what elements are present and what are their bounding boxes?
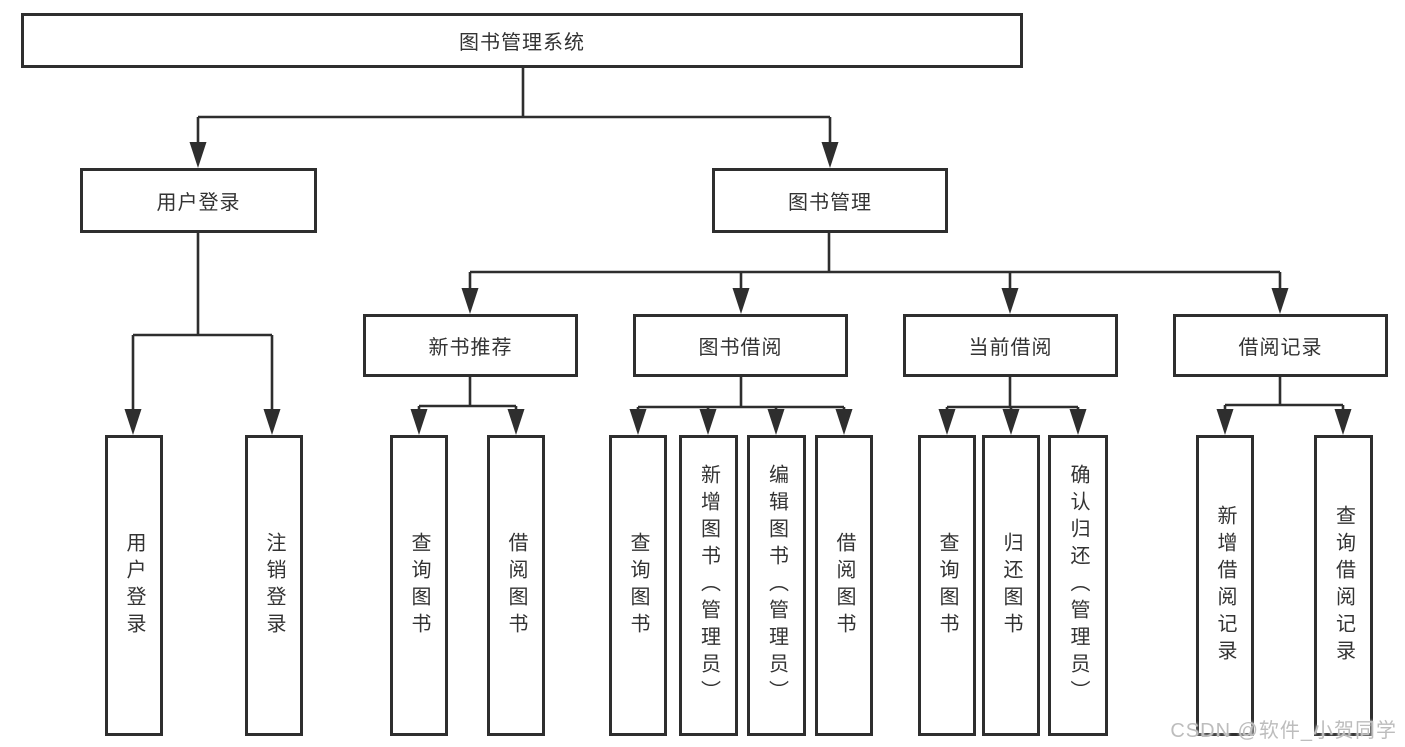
leaf-confirm-return-admin: 确认归还（管理员） [1048,435,1108,736]
leaf-current-query-books: 查询图书 [918,435,976,736]
leaf-borrow-books: 借阅图书 [815,435,873,736]
node-user-login: 用户登录 [80,168,317,233]
leaf-logout: 注销登录 [245,435,303,736]
leaf-recommend-query-books: 查询图书 [390,435,448,736]
csdn-watermark: CSDN @软件_小贺同学 [1170,720,1397,742]
leaf-add-borrow-record: 新增借阅记录 [1196,435,1254,736]
leaf-edit-books-admin: 编辑图书（管理员） [747,435,806,736]
leaf-recommend-borrow-books: 借阅图书 [487,435,545,736]
leaf-borrow-query-books: 查询图书 [609,435,667,736]
node-current-borrow: 当前借阅 [903,314,1118,377]
node-book-borrow: 图书借阅 [633,314,848,377]
leaf-query-borrow-record: 查询借阅记录 [1314,435,1373,736]
node-new-book-recommend: 新书推荐 [363,314,578,377]
node-system-root: 图书管理系统 [21,13,1023,68]
node-book-management: 图书管理 [712,168,948,233]
node-borrow-records: 借阅记录 [1173,314,1388,377]
leaf-user-login: 用户登录 [105,435,163,736]
leaf-add-books-admin: 新增图书（管理员） [679,435,738,736]
leaf-return-books: 归还图书 [982,435,1040,736]
